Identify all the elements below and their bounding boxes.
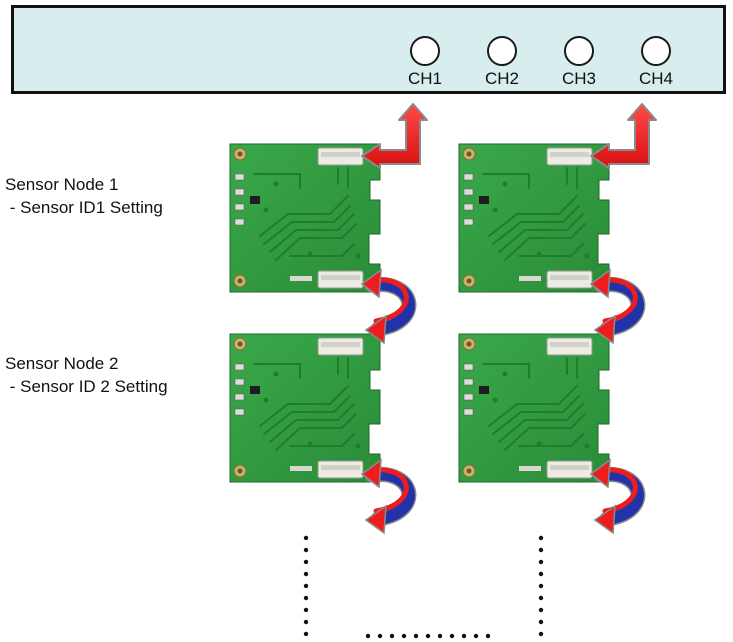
- chain-arrow-1-left: [362, 270, 409, 343]
- port-ch4-label: CH4: [638, 69, 673, 88]
- port-ch3: CH3: [544, 36, 614, 89]
- port-ch1: CH1: [390, 36, 460, 89]
- port-ch3-label: CH3: [561, 69, 596, 88]
- port-ch2-circle: [487, 36, 517, 66]
- chain-arrow-2-left: [362, 460, 409, 533]
- sensor-board-1-right: [458, 143, 610, 293]
- sensor-board-2-left: [229, 333, 381, 483]
- port-ch1-circle: [410, 36, 440, 66]
- continuation-dots: [303, 535, 544, 639]
- port-ch2: CH2: [467, 36, 537, 89]
- port-ch4: CH4: [621, 36, 691, 89]
- hub-connection-arrow-right: [590, 103, 657, 169]
- sensor-node-2-setting: - Sensor ID 2 Setting: [5, 377, 168, 396]
- hub-connection-arrow-left: [361, 103, 428, 169]
- port-ch2-label: CH2: [484, 69, 519, 88]
- sensor-node-1-setting: - Sensor ID1 Setting: [5, 198, 163, 217]
- chain-arrow-2-right: [591, 460, 638, 533]
- port-ch3-circle: [564, 36, 594, 66]
- port-ch1-label: CH1: [407, 69, 442, 88]
- sensor-hub-panel: CH1 CH2 CH3 CH4: [11, 5, 726, 94]
- sensor-node-2-title: Sensor Node 2: [5, 354, 119, 373]
- sensor-node-1-title: Sensor Node 1: [5, 175, 119, 194]
- sensor-node-1-label: Sensor Node 1 - Sensor ID1 Setting: [5, 173, 163, 219]
- sensor-node-2-label: Sensor Node 2 - Sensor ID 2 Setting: [5, 352, 168, 398]
- port-ch4-circle: [641, 36, 671, 66]
- sensor-board-2-right: [458, 333, 610, 483]
- sensor-board-1-left: [229, 143, 381, 293]
- chain-arrow-1-right: [591, 270, 638, 343]
